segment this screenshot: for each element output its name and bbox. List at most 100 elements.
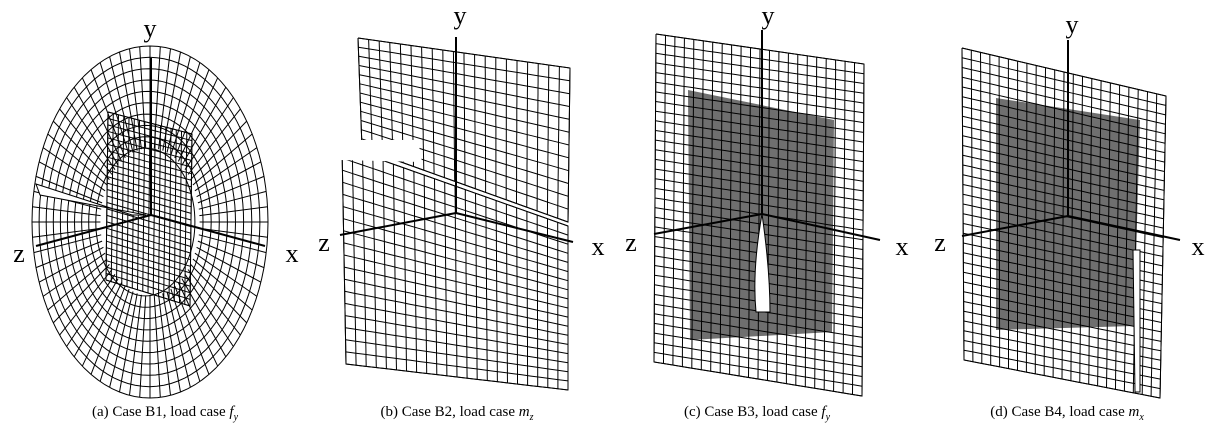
mesh-a-radial (194, 147, 258, 192)
panel-c-rectangular-mesh: y x z (c) Case B3, load case fy (625, 1, 908, 423)
mesh-b-bottom-hline (342, 206, 569, 273)
caption-c-prefix: (c) Case B3, load case (684, 404, 821, 420)
mesh-a-radial (73, 86, 119, 166)
mesh-a-radial (184, 274, 234, 347)
mesh-b-bottom-hline (344, 278, 569, 327)
mesh-d-hline (962, 115, 1165, 163)
mesh-a-radial (35, 240, 103, 269)
mesh-b-bottom-hline (345, 327, 569, 364)
mesh-a-radial (177, 77, 219, 162)
caption-d-sub: x (1138, 412, 1144, 423)
mesh-a-core-hline (106, 195, 192, 221)
axis-label-x-b: x (592, 232, 605, 261)
mesh-a-radial (198, 234, 267, 254)
axis-label-x-a: x (286, 239, 299, 268)
mesh-d-hline (962, 184, 1164, 229)
mesh-b-bottom-hline (345, 351, 569, 382)
mesh-b-bottom-hline (344, 302, 569, 345)
mesh-d-hline (961, 67, 1166, 116)
mesh-d-hline (962, 154, 1165, 201)
mesh-c-hline (654, 351, 863, 387)
mesh-a-core-outline (105, 111, 193, 307)
mesh-b-top-hline (359, 92, 570, 146)
mesh-b-bottom-hline (345, 339, 569, 373)
mesh-a-radial (198, 190, 267, 210)
mesh-a-core-hline (106, 221, 191, 247)
mesh-a-core-hline (105, 273, 191, 300)
mesh-c-hline (654, 332, 863, 368)
caption-a-prefix: (a) Case B1, load case (92, 404, 229, 420)
mesh-a-radial (196, 161, 262, 198)
caption-b-var: m (519, 404, 530, 420)
mesh-d-outline (961, 47, 1167, 399)
mesh-b-top-hline (358, 55, 570, 95)
mesh-d-hline (962, 135, 1165, 182)
mesh-b-bottom-hline (344, 266, 569, 318)
mesh-a-radial (187, 269, 241, 336)
mesh-a-core-hline (107, 118, 193, 142)
axis-x-a (150, 214, 266, 247)
mesh-a-core-hline (107, 176, 192, 201)
caption-b-sub: z (529, 412, 534, 423)
mesh-b-bottom-hline (343, 230, 569, 291)
mesh-a-radial (187, 108, 241, 175)
mesh-a-core-hline (106, 247, 191, 274)
mesh-c-hline (655, 110, 864, 143)
mesh-a-core-hline (107, 163, 192, 188)
mesh-b-top-hline (358, 46, 570, 82)
axis-z-b (339, 212, 457, 236)
mesh-c-hline (655, 91, 864, 124)
axis-label-x-c: x (896, 232, 909, 261)
mesh-c-hline (655, 81, 864, 114)
mesh-c-hline (655, 120, 864, 153)
axis-z-a (35, 214, 152, 247)
mesh-a-radial (47, 258, 108, 311)
mesh-a-radial (129, 294, 142, 396)
mesh-c-outline (653, 33, 865, 397)
mesh-a-radial (81, 77, 123, 162)
axis-label-x-d: x (1192, 232, 1205, 261)
mesh-c-hline (654, 322, 863, 358)
mesh-b-top-outline (357, 37, 571, 223)
mesh-a-core-hline (106, 208, 191, 234)
mesh-c-hline (654, 342, 863, 377)
mesh-a-core-hline (106, 240, 191, 267)
mesh-a-core-hline (107, 182, 192, 208)
mesh-a-radial (192, 133, 253, 186)
mesh-a-radial (166, 291, 191, 388)
mesh-a-radial (42, 252, 106, 297)
mesh-a-radial (181, 278, 227, 358)
mesh-b-bottom-hline (345, 315, 569, 355)
mesh-c-hline (654, 313, 863, 348)
axis-x-b (455, 212, 574, 243)
mesh-a-radial (174, 285, 210, 375)
mesh-a-radial (119, 293, 138, 393)
mesh-a-radial (190, 120, 248, 180)
crack-d (1132, 249, 1141, 393)
caption-c-sub: y (825, 412, 831, 423)
mesh-d-hline (962, 223, 1163, 267)
mesh-a-radial (196, 246, 262, 283)
mesh-a-radial (35, 175, 103, 204)
mesh-c-hline (654, 303, 863, 338)
mesh-d-hline (963, 349, 1161, 390)
mesh-d-hline (962, 86, 1166, 135)
mesh-a-radial (192, 258, 253, 311)
mesh-d-hline (963, 281, 1162, 323)
mesh-a-radial (199, 206, 268, 217)
mesh-a-radial (190, 264, 248, 324)
mesh-a-radial (109, 291, 134, 388)
mesh-a-radial (38, 161, 104, 198)
axis-label-y-c: y (762, 1, 775, 30)
mesh-a-radial (66, 274, 116, 347)
mesh-d-hline (962, 164, 1164, 210)
mesh-d-hline (963, 252, 1163, 295)
axis-x-d (1067, 215, 1181, 241)
mesh-b-bottom-hline (343, 218, 569, 282)
mesh-a-radial (32, 227, 101, 238)
axis-label-z-c: z (625, 228, 637, 257)
mesh-c-hline (654, 207, 863, 241)
mesh-a-core-hline (106, 227, 191, 254)
mesh-d-hline (963, 271, 1162, 314)
mesh-b-top-hline (359, 74, 570, 120)
